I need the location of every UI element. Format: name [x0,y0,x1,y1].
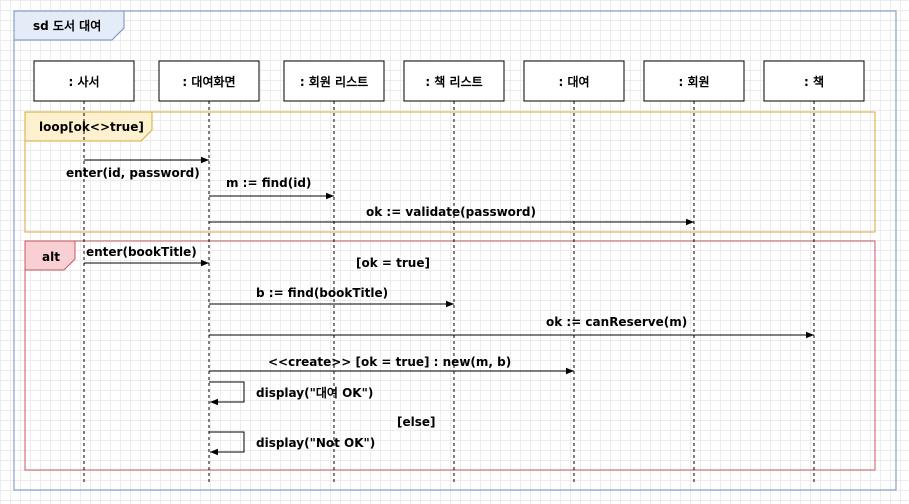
alt-fragment-tab [24,240,76,271]
lifeline-member: : 회원 [643,60,745,482]
message-label: <<create>> [ok = true] : new(m, b) [268,355,511,369]
lifeline-label-librarian: : 사서 [68,74,99,89]
lifeline-box-librarian [33,60,135,102]
message-create-rental: <<create>> [ok = true] : new(m, b) [209,355,574,375]
message-display-ok: display("대여 OK") [209,381,373,406]
message-enter-book-title: enter(bookTitle) [84,245,209,267]
frame-title-tab [13,10,125,41]
message-label: enter(id, password) [66,166,200,180]
lifeline-box-rental-screen [158,60,260,102]
message-label: ok := validate(password) [366,205,536,219]
message-label: m := find(id) [226,176,311,190]
message-validate-password: ok := validate(password) [209,205,694,226]
lifeline-box-rental [523,60,625,102]
alt-fragment-label: alt [42,250,60,264]
message-label: b := find(bookTitle) [256,286,388,300]
lifeline-librarian: : 사서 [33,60,135,482]
lifeline-label-member: : 회원 [678,74,709,89]
message-label: display("대여 OK") [256,385,373,400]
lifeline-member-list: : 회원 리스트 [283,60,385,482]
lifeline-rental-screen: : 대여화면 [158,60,260,482]
lifeline-box-book [763,60,865,102]
message-can-reserve: ok := canReserve(m) [209,315,814,339]
loop-fragment [24,111,876,233]
lifeline-label-book-list: : 책 리스트 [425,74,482,89]
message-label: ok := canReserve(m) [546,315,687,329]
message-find-book-title: b := find(bookTitle) [209,286,454,308]
lifeline-label-member-list: : 회원 리스트 [300,74,368,89]
loop-fragment-label: loop[ok<>true] [39,120,144,134]
loop-fragment-tab [24,111,153,142]
diagram-frame [13,10,897,491]
lifeline-label-rental: : 대여 [558,74,589,89]
message-label: display("Not OK") [256,436,375,450]
lifeline-label-book: : 책 [804,74,824,89]
lifeline-label-rental-screen: : 대여화면 [182,74,235,89]
alt-fragment [24,240,876,471]
lifeline-box-member [643,60,745,102]
lifeline-rental: : 대여 [523,60,625,482]
message-find-id: m := find(id) [209,176,334,200]
message-display-not-ok: display("Not OK") [209,431,375,456]
message-label: enter(bookTitle) [86,245,197,259]
message-enter-id-password: enter(id, password) [66,156,209,180]
alt-guard-true: [ok = true] [356,256,430,270]
alt-guard-else: [else] [397,415,436,429]
lifeline-book-list: : 책 리스트 [403,60,505,482]
lifeline-box-member-list [283,60,385,102]
lifeline-box-book-list [403,60,505,102]
lifeline-book: : 책 [763,60,865,482]
frame-title: sd 도서 대여 [33,18,101,33]
